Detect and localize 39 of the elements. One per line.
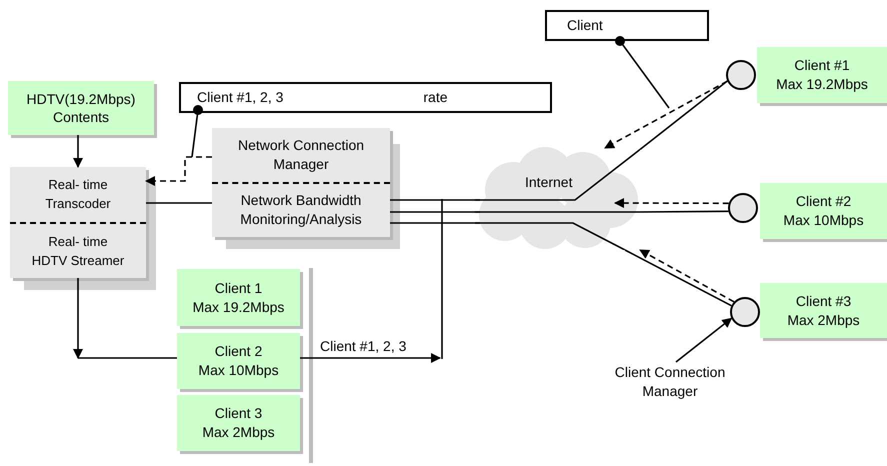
cloud-label: Internet xyxy=(525,173,572,192)
component-label: Client Connection Manager xyxy=(614,363,726,401)
client-box xyxy=(760,283,887,338)
edge-label: Client #1, 2, 3 xyxy=(320,337,406,356)
client-box xyxy=(177,269,300,326)
connector-arrow xyxy=(73,135,83,168)
note-box xyxy=(545,10,709,41)
leader-line xyxy=(78,357,177,359)
leader-line xyxy=(615,36,670,108)
box-label: HDTV(19.2Mbps) Contents xyxy=(26,90,136,126)
module-box xyxy=(10,167,146,278)
module-label: Real- time Transcoder xyxy=(44,176,112,214)
client-box xyxy=(177,395,300,451)
note-text: Client xyxy=(567,16,603,35)
note-box xyxy=(179,82,552,113)
note-text: rate xyxy=(423,88,448,107)
module-label: Network Bandwidth Monitoring/Analysis xyxy=(239,191,363,230)
content-box xyxy=(8,81,154,135)
module-box xyxy=(212,128,390,237)
note-text: Client #1, 2, 3 xyxy=(197,88,284,107)
connector-arrow xyxy=(145,156,212,186)
connector-arrow xyxy=(676,318,732,363)
module-label: Network Connection Manager xyxy=(236,136,366,174)
box-label: Client 2 Max 10Mbps xyxy=(198,342,279,380)
connector-arrow xyxy=(639,249,734,302)
leader-line xyxy=(191,105,203,158)
client-box xyxy=(177,333,300,389)
box-label: Client #1 Max 19.2Mbps xyxy=(776,56,868,94)
leader-line xyxy=(73,278,83,359)
leader-line xyxy=(300,353,441,363)
box-label: Client #3 Max 2Mbps xyxy=(787,292,860,330)
connector-arrow xyxy=(604,80,728,149)
connector-arrow xyxy=(614,198,729,208)
box-label: Client 1 Max 19.2Mbps xyxy=(192,278,284,316)
module-label: Real- time HDTV Streamer xyxy=(30,232,126,270)
client-box xyxy=(757,47,887,103)
box-label: Client 3 Max 2Mbps xyxy=(202,404,275,442)
client-box xyxy=(760,183,887,239)
box-label: Client #2 Max 10Mbps xyxy=(783,192,864,230)
